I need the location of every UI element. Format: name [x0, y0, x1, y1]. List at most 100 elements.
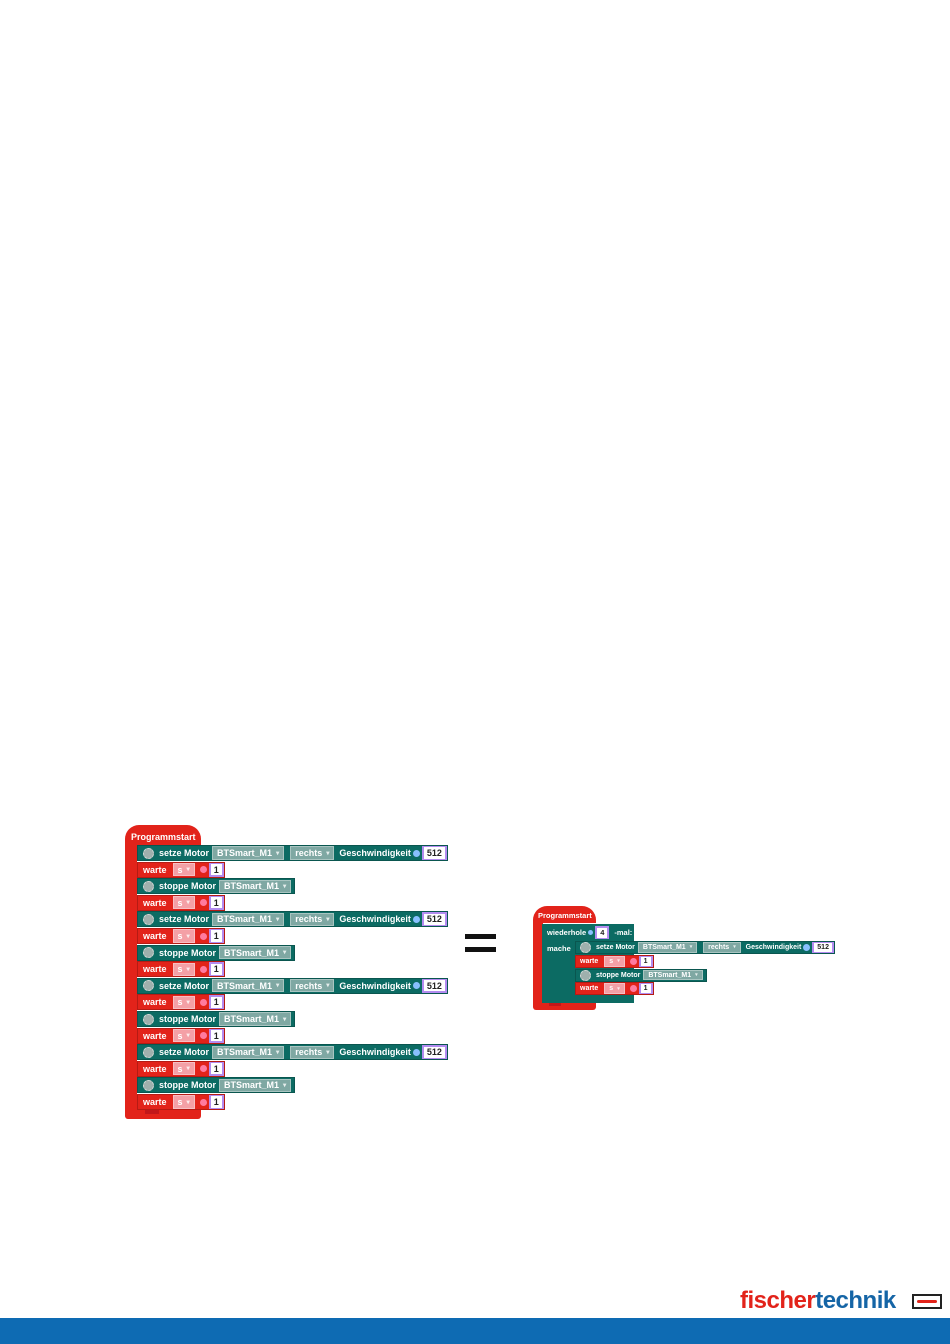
- unit-dropdown[interactable]: s▾: [172, 896, 195, 910]
- motor-dropdown[interactable]: BTSmart_M1▾: [212, 979, 285, 993]
- motor-dropdown[interactable]: BTSmart_M1▾: [637, 942, 698, 953]
- wait-value[interactable]: 1: [640, 956, 651, 966]
- dropdown-arrow-icon: ▾: [283, 1081, 287, 1089]
- wait-value-slot[interactable]: 1: [638, 983, 653, 995]
- motor-dropdown[interactable]: BTSmart_M1▾: [212, 1045, 285, 1059]
- socket-icon: [803, 944, 811, 951]
- repeat-count-value[interactable]: 4: [597, 927, 608, 938]
- speed-value[interactable]: 512: [814, 943, 832, 952]
- speed-value[interactable]: 512: [423, 1046, 445, 1058]
- speed-value-slot[interactable]: 512: [421, 978, 447, 993]
- wait-block[interactable]: warte s▾ 1: [575, 982, 654, 996]
- motor-value: BTSmart_M1: [224, 881, 280, 892]
- unit-dropdown[interactable]: s▾: [604, 955, 625, 967]
- motor-dropdown[interactable]: BTSmart_M1▾: [212, 912, 285, 926]
- socket-icon: [412, 1048, 420, 1056]
- wait-value-slot[interactable]: 1: [208, 1095, 224, 1109]
- wait-value[interactable]: 1: [210, 1063, 222, 1075]
- unit-dropdown[interactable]: s▾: [172, 962, 195, 976]
- motor-gear-icon: [143, 847, 154, 859]
- wait-value[interactable]: 1: [210, 1096, 222, 1108]
- socket-icon: [412, 982, 420, 990]
- speed-value-slot[interactable]: 512: [421, 1045, 447, 1060]
- dropdown-arrow-icon: ▾: [617, 959, 620, 965]
- motor-dropdown[interactable]: BTSmart_M1▾: [219, 1078, 292, 1092]
- program-start-hat[interactable]: Programmstart: [533, 906, 596, 923]
- wait-block[interactable]: warte s▾ 1: [137, 1027, 225, 1044]
- direction-dropdown[interactable]: rechts▾: [290, 846, 335, 860]
- speed-value-slot[interactable]: 512: [812, 942, 834, 953]
- motor-dropdown[interactable]: BTSmart_M1▾: [212, 846, 285, 860]
- motor-block-label: stoppe Motor: [596, 971, 641, 979]
- wait-value[interactable]: 1: [210, 864, 222, 876]
- speed-value-slot[interactable]: 512: [421, 912, 447, 927]
- wait-value[interactable]: 1: [210, 1030, 222, 1042]
- direction-dropdown[interactable]: rechts▾: [703, 942, 741, 953]
- motor-gear-icon: [143, 947, 154, 959]
- socket-icon: [199, 965, 207, 973]
- direction-dropdown[interactable]: rechts▾: [290, 979, 335, 993]
- wait-value[interactable]: 1: [210, 930, 222, 942]
- speed-value[interactable]: 512: [423, 847, 445, 859]
- speed-value-slot[interactable]: 512: [421, 846, 447, 860]
- wait-value-slot[interactable]: 1: [208, 929, 224, 943]
- brand-badge-icon: [912, 1294, 942, 1309]
- unit-dropdown[interactable]: s▾: [172, 863, 195, 877]
- motor-gear-icon: [143, 913, 154, 925]
- wait-value[interactable]: 1: [210, 996, 222, 1008]
- unit-dropdown[interactable]: s▾: [172, 1095, 195, 1109]
- unit-dropdown[interactable]: s▾: [172, 1062, 195, 1076]
- repeat-count-slot[interactable]: 4: [595, 926, 610, 939]
- program-start-hat[interactable]: Programmstart: [125, 825, 201, 845]
- wait-value-slot[interactable]: 1: [208, 862, 224, 877]
- wait-value[interactable]: 1: [210, 963, 222, 975]
- dropdown-arrow-icon: ▾: [276, 915, 280, 923]
- wait-value-slot[interactable]: 1: [208, 1028, 224, 1043]
- unit-dropdown[interactable]: s▾: [172, 929, 195, 943]
- unit-dropdown[interactable]: s▾: [172, 1029, 195, 1043]
- wait-label: warte: [580, 985, 599, 993]
- motor-block-label: stoppe Motor: [159, 947, 216, 958]
- motor-dropdown[interactable]: BTSmart_M1▾: [219, 1012, 292, 1026]
- unit-dropdown[interactable]: s▾: [172, 995, 195, 1009]
- wait-block[interactable]: warte s▾ 1: [137, 1094, 225, 1110]
- direction-dropdown[interactable]: rechts▾: [290, 1045, 335, 1059]
- wait-value[interactable]: 1: [210, 897, 222, 909]
- motor-dropdown[interactable]: BTSmart_M1▾: [219, 879, 292, 893]
- wait-value[interactable]: 1: [640, 984, 651, 994]
- wait-value-slot[interactable]: 1: [208, 962, 224, 977]
- wait-value-slot[interactable]: 1: [208, 895, 224, 910]
- motor-dropdown[interactable]: BTSmart_M1▾: [219, 946, 292, 960]
- wait-value-slot[interactable]: 1: [208, 995, 224, 1010]
- wait-label: warte: [143, 1030, 167, 1041]
- wait-value-slot[interactable]: 1: [638, 955, 653, 967]
- unit-dropdown[interactable]: s▾: [604, 983, 625, 995]
- motor-dropdown[interactable]: BTSmart_M1▾: [643, 969, 703, 981]
- unit-value: s: [177, 1063, 183, 1074]
- speed-value[interactable]: 512: [423, 980, 445, 992]
- wait-value-slot[interactable]: 1: [208, 1061, 224, 1076]
- socket-icon: [199, 1098, 207, 1106]
- brand-logo: fischertechnik: [740, 1287, 896, 1315]
- dropdown-arrow-icon: ▾: [689, 945, 693, 951]
- direction-dropdown[interactable]: rechts▾: [290, 912, 335, 926]
- wait-label: warte: [143, 1097, 167, 1107]
- speed-value[interactable]: 512: [423, 913, 445, 925]
